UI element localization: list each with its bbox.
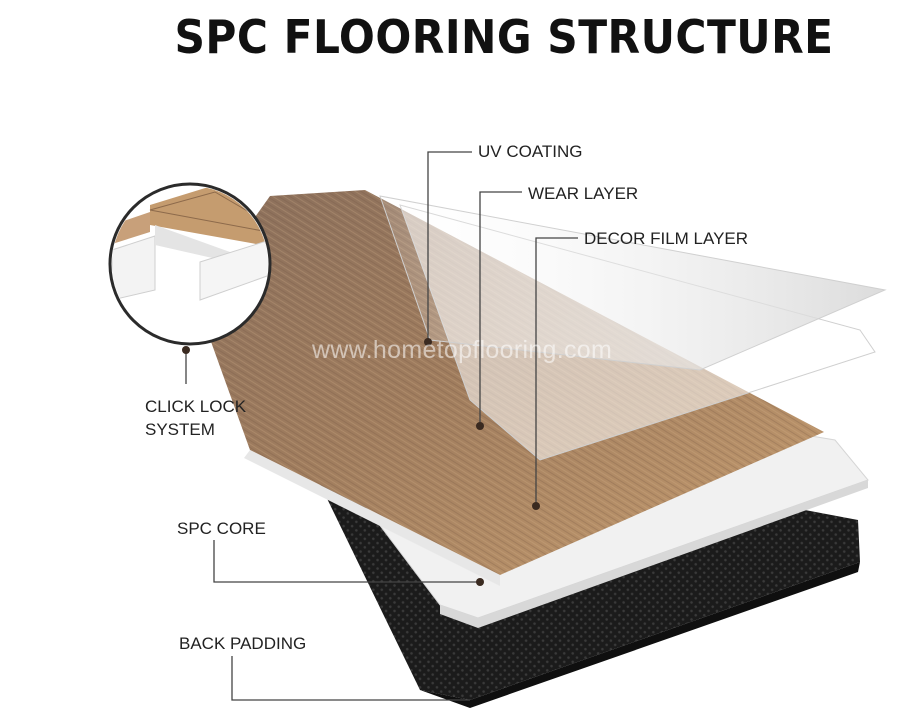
- watermark: www.hometopflooring.com: [312, 336, 613, 364]
- label-click-lock-line2: SYSTEM: [145, 420, 215, 439]
- label-wear-layer: WEAR LAYER: [528, 184, 639, 203]
- uv-coating-layer: [379, 195, 887, 371]
- label-back-padding: BACK PADDING: [179, 634, 307, 653]
- label-decor-film-layer: DECOR FILM LAYER: [584, 229, 749, 248]
- page-title: SPC FLOORING STRUCTURE: [174, 10, 834, 64]
- label-uv-coating: UV COATING: [478, 142, 583, 161]
- label-spc-core: SPC CORE: [177, 519, 266, 538]
- label-click-lock-line1: CLICK LOCK: [145, 397, 247, 416]
